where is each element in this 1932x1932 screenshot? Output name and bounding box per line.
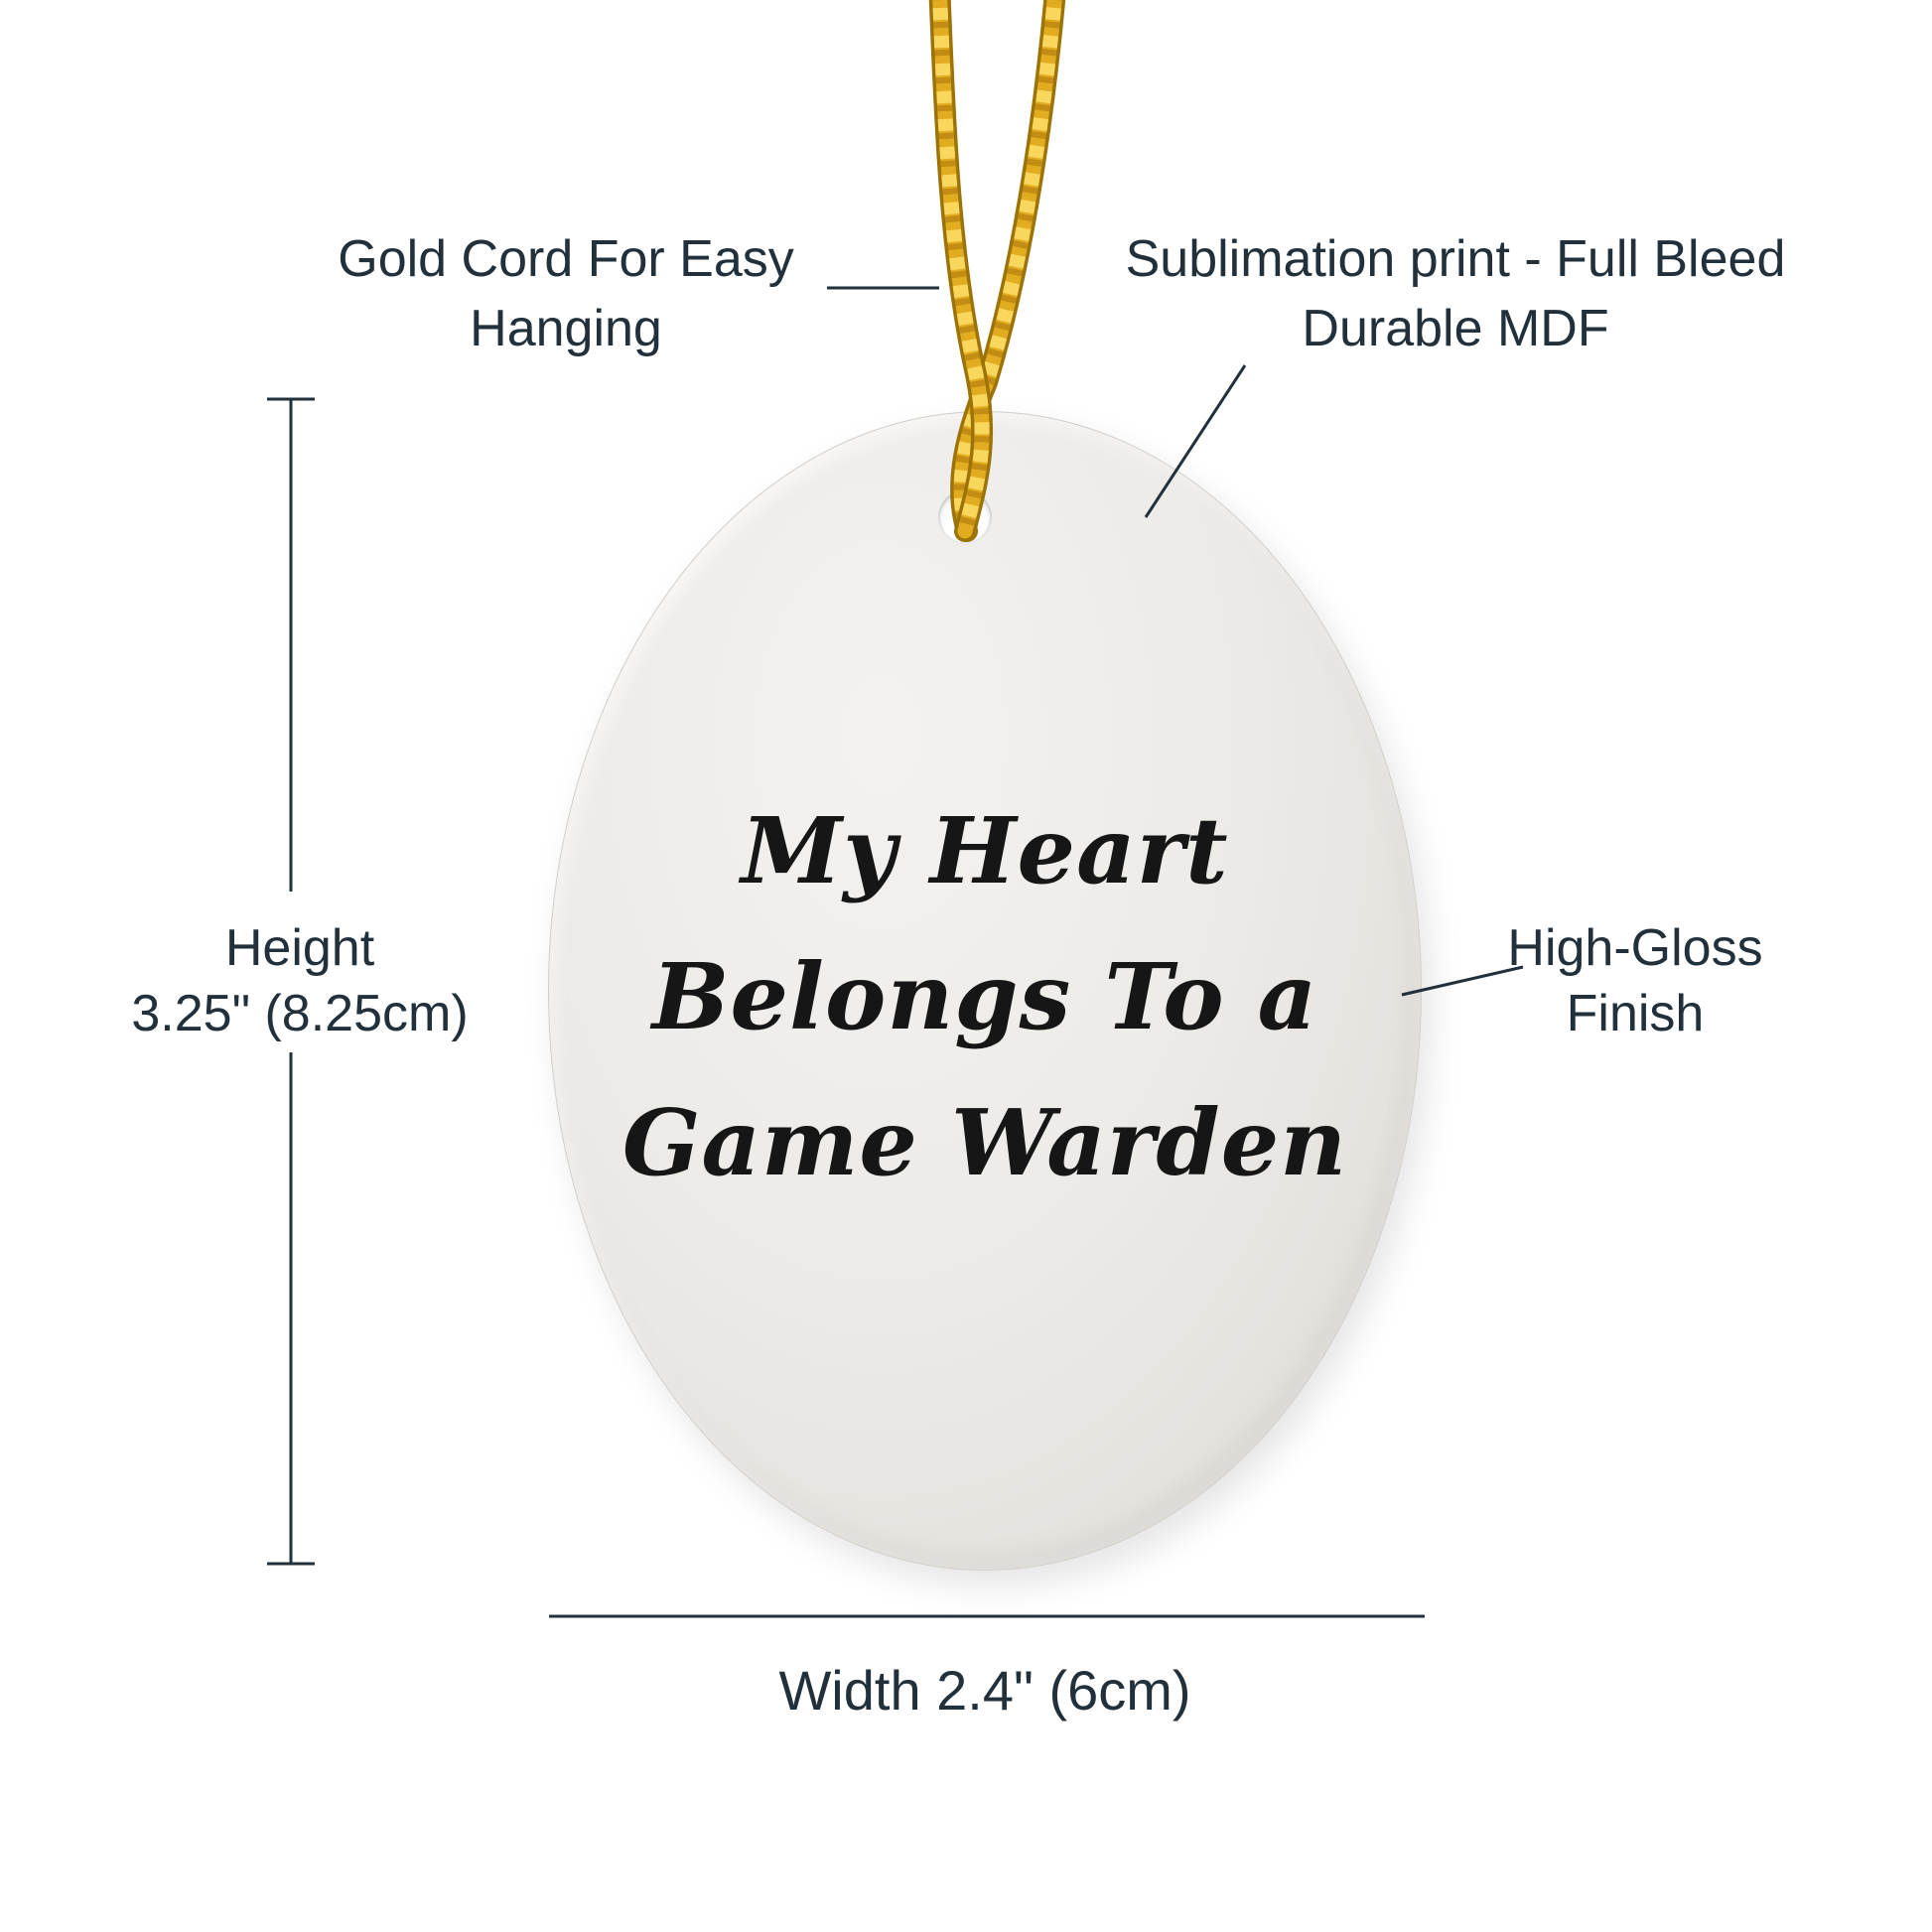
- ornament-quote: My Heart Belongs To a Game Warden: [548, 778, 1422, 1216]
- ornament-hole: [938, 490, 992, 544]
- ornament-quote-line3: Game Warden: [621, 1089, 1348, 1196]
- cord-label-line1: Gold Cord For Easy: [338, 230, 794, 288]
- cord-label: Gold Cord For Easy Hanging: [248, 224, 884, 363]
- width-label-text: Width 2.4" (6cm): [778, 1659, 1191, 1722]
- cord-label-line2: Hanging: [470, 300, 662, 357]
- height-label-line2: 3.25" (8.25cm): [131, 985, 469, 1042]
- print-label-line2: Durable MDF: [1302, 300, 1609, 357]
- finish-label-line1: High-Gloss: [1507, 919, 1763, 977]
- print-label: Sublimation print - Full Bleed Durable M…: [1088, 224, 1823, 363]
- height-label-line1: Height: [224, 919, 375, 977]
- height-label: Height 3.25" (8.25cm): [91, 915, 508, 1046]
- width-label: Width 2.4" (6cm): [667, 1656, 1303, 1725]
- ornament-quote-line2: Belongs To a: [651, 943, 1318, 1050]
- finish-label-line2: Finish: [1566, 985, 1705, 1042]
- ornament-quote-line1: My Heart: [741, 797, 1229, 904]
- finish-label: High-Gloss Finish: [1447, 915, 1824, 1046]
- ornament: [548, 411, 1422, 1571]
- print-label-line1: Sublimation print - Full Bleed: [1125, 230, 1786, 288]
